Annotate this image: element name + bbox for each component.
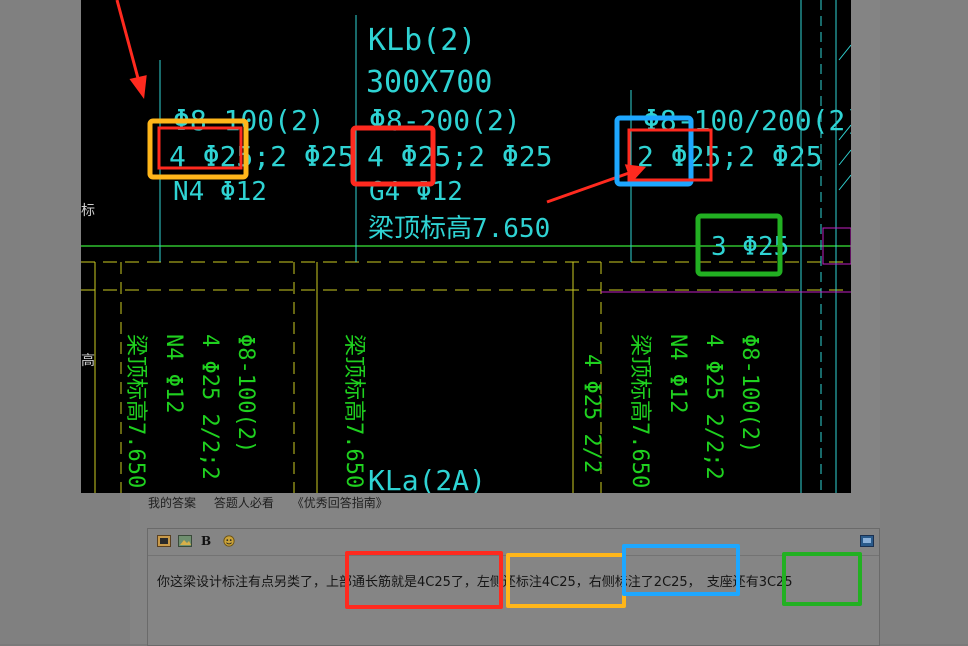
fullscreen-icon[interactable] xyxy=(860,535,874,547)
emoji-icon[interactable] xyxy=(222,535,236,547)
hatch-line xyxy=(838,44,851,61)
image-icon[interactable] xyxy=(157,535,171,547)
answer-segment: 上部通长筋就是4C25了， xyxy=(326,575,477,590)
arrow-line xyxy=(115,0,141,83)
answer-text: 你这梁设计标注有点另类了，上部通长筋就是4C25了，左侧还标注4C25，右侧标注… xyxy=(157,571,793,590)
answer-segment: 支座还有3C25 xyxy=(706,575,793,590)
picture-upload-icon[interactable] xyxy=(178,535,192,547)
green-stirrup: Φ8-100(2) xyxy=(737,334,762,453)
tab-must-read[interactable]: 答题人必看 xyxy=(213,496,274,510)
hatch-line xyxy=(838,174,851,191)
green-bars: 4 Φ25 2/2;2 xyxy=(701,334,726,480)
cad-drawing: KLb(2) 300X700 Φ8-200(2) 4 Φ25;2 Φ25 G4 … xyxy=(81,0,851,493)
answer-segment: 你这梁设计标注有点另类了， xyxy=(157,575,327,590)
left-side: N4 Φ12 xyxy=(173,177,267,207)
highlight-box-yellow xyxy=(147,118,249,180)
beam-a-name: KLa(2A) xyxy=(368,464,486,493)
beam-b-size: 300X700 xyxy=(366,65,492,100)
hatch-line xyxy=(838,124,851,141)
tab-guide-link[interactable]: 《优秀回答指南》 xyxy=(291,496,388,510)
green-stirrup: Φ8-100(2) xyxy=(233,334,258,453)
answer-segment: 右侧标注了2C25， xyxy=(588,575,701,590)
answer-editor[interactable]: B 你这梁设计标注有点另类了，上部通长筋就是4C25了，左侧还标注4C25，右侧… xyxy=(147,528,880,646)
green-elev: 梁顶标高7.650 xyxy=(123,334,148,488)
beam-b-bars: 4 Φ25;2 Φ25 xyxy=(367,140,552,173)
magenta-box xyxy=(822,227,851,265)
cad-drawing-screenshot: KLb(2) 300X700 Φ8-200(2) 4 Φ25;2 Φ25 G4 … xyxy=(81,0,851,493)
dim-overlay-right xyxy=(880,0,968,644)
bold-icon[interactable]: B xyxy=(201,534,212,548)
highlight-box-red xyxy=(350,125,436,187)
support-bars: 3 Φ25 xyxy=(711,232,789,262)
beam-b-stirrup: Φ8-200(2) xyxy=(369,104,521,137)
answer-segment: 左侧还标注4C25， xyxy=(476,575,589,590)
highlight-box-red xyxy=(627,128,713,182)
green-side: N4 Φ12 xyxy=(161,334,186,413)
answer-tabs: 我的答案 答题人必看 《优秀回答指南》 xyxy=(148,494,402,511)
green-elev: 梁顶标高7.650 xyxy=(341,334,366,488)
green-elev: 梁顶标高7.650 xyxy=(627,334,652,488)
highlight-box-green xyxy=(695,213,783,277)
highlight-box-yellow xyxy=(506,553,626,608)
highlight-box-blue xyxy=(614,115,694,187)
tab-my-answer[interactable]: 我的答案 xyxy=(148,496,197,510)
right-bars: 2 Φ25;2 Φ25 xyxy=(637,140,822,173)
left-mark: 高 xyxy=(81,352,95,369)
green-bars: 4 Φ25 2/2;2 xyxy=(197,334,222,480)
highlight-box-blue xyxy=(622,544,740,596)
beam-b-name: KLb(2) xyxy=(368,23,476,58)
hatch-line xyxy=(838,149,851,166)
highlight-box-red xyxy=(157,126,243,170)
editor-toolbar: B xyxy=(148,529,879,556)
highlight-box-green xyxy=(782,552,862,606)
beam-b-elev: 梁顶标高7.650 xyxy=(368,214,550,244)
green-mid: 4 Φ25 2/2 xyxy=(579,354,604,473)
green-side: N4 Φ12 xyxy=(665,334,690,413)
highlight-box-red xyxy=(345,551,503,609)
left-mark: 标 xyxy=(81,203,95,219)
arrow-head xyxy=(129,75,147,99)
